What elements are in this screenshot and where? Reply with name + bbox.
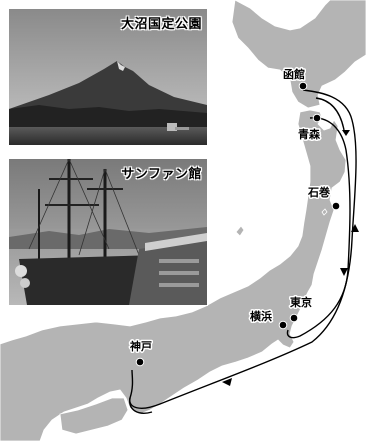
city-label-yokohama: 横浜 [250, 309, 272, 323]
ferry-route [286, 117, 351, 339]
city-label-ishinomaki: 石巻 [307, 185, 331, 199]
city-label-hakodate: 函館 [283, 67, 305, 81]
photo-caption-onuma: 大沼国定公園 [120, 17, 202, 32]
city-marker-tokyo [289, 313, 299, 323]
sailing-ship-image [9, 159, 207, 305]
island [235, 225, 245, 237]
city-marker-kobe [135, 357, 145, 367]
route-arrow-icon [351, 224, 359, 232]
route-arrow-icon [340, 268, 348, 276]
hokkaido-landmass [231, 0, 366, 109]
ferry-route [315, 97, 345, 131]
route-arrow-icon [342, 130, 350, 136]
shikoku-landmass [59, 397, 129, 435]
city-marker-yokohama [278, 320, 288, 330]
city-label-kobe: 神戸 [130, 339, 152, 353]
route-arrow-icon [222, 378, 232, 386]
city-marker-hakodate [298, 81, 308, 91]
city-label-tokyo: 東京 [290, 295, 312, 309]
ferry-route [129, 397, 153, 414]
city-marker-ishinomaki [331, 201, 341, 211]
honshu-landmass [0, 109, 347, 441]
mountain-lake-image [9, 9, 207, 145]
photo-san-juan-museum: サンファン館 [8, 158, 208, 306]
island [321, 208, 328, 216]
city-marker-aomori [312, 113, 322, 123]
photo-caption-san-juan: サンファン館 [121, 167, 202, 182]
photo-onuma-park: 大沼国定公園 [8, 8, 208, 146]
city-label-aomori: 青森 [298, 127, 321, 141]
